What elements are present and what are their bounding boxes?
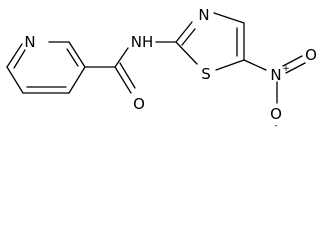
bond-c2-n3-double bbox=[181, 28, 196, 46]
bond-c2-n3 bbox=[175, 21, 193, 43]
bond-c6-n1-inner bbox=[13, 49, 26, 69]
pyridine-ring bbox=[6, 41, 86, 94]
bond-c6-n1 bbox=[6, 43, 23, 68]
atom-label-amide-nh: NH bbox=[131, 33, 154, 51]
thiazole-ring bbox=[175, 12, 245, 71]
bond-nitro-n-o-top-double bbox=[285, 62, 306, 74]
bond-c3-c4 bbox=[68, 66, 86, 94]
bond-c5-c6 bbox=[6, 66, 24, 94]
charge-label-nitro-o: - bbox=[274, 121, 277, 131]
atom-label-amide-o: O bbox=[133, 95, 145, 113]
charge-label-nitro-n: + bbox=[282, 64, 290, 74]
bond-nitro-n-o-top bbox=[282, 55, 303, 67]
bond-s1-c2 bbox=[175, 41, 198, 65]
atom-label-thiazole-s: S bbox=[201, 65, 211, 83]
bond-carbonyl-o bbox=[114, 66, 132, 94]
atom-label-nitro-o-top: O bbox=[305, 46, 317, 64]
atom-label-nitro-o-bottom: O bbox=[270, 105, 282, 123]
bond-c5-s1 bbox=[215, 59, 245, 71]
molecule-structure-diagram: N NH O N S N + O O - bbox=[6, 6, 317, 131]
atom-label-thiazole-n: N bbox=[198, 6, 209, 24]
nitro-group bbox=[243, 55, 306, 104]
bond-c5-nitro-n bbox=[243, 59, 267, 71]
bond-n3-c4 bbox=[213, 12, 245, 24]
atom-label-pyridine-n: N bbox=[24, 33, 35, 51]
bond-c2-c3-inner bbox=[66, 48, 79, 67]
bond-c2-c3 bbox=[68, 41, 86, 68]
bond-carbonyl-o-double bbox=[119, 62, 136, 89]
atom-label-nitro-n: N bbox=[270, 66, 281, 84]
amide-linker bbox=[84, 41, 177, 94]
atom-labels: N NH O N S N + O O - bbox=[24, 6, 317, 131]
bond-carbonyl-n bbox=[114, 47, 129, 68]
